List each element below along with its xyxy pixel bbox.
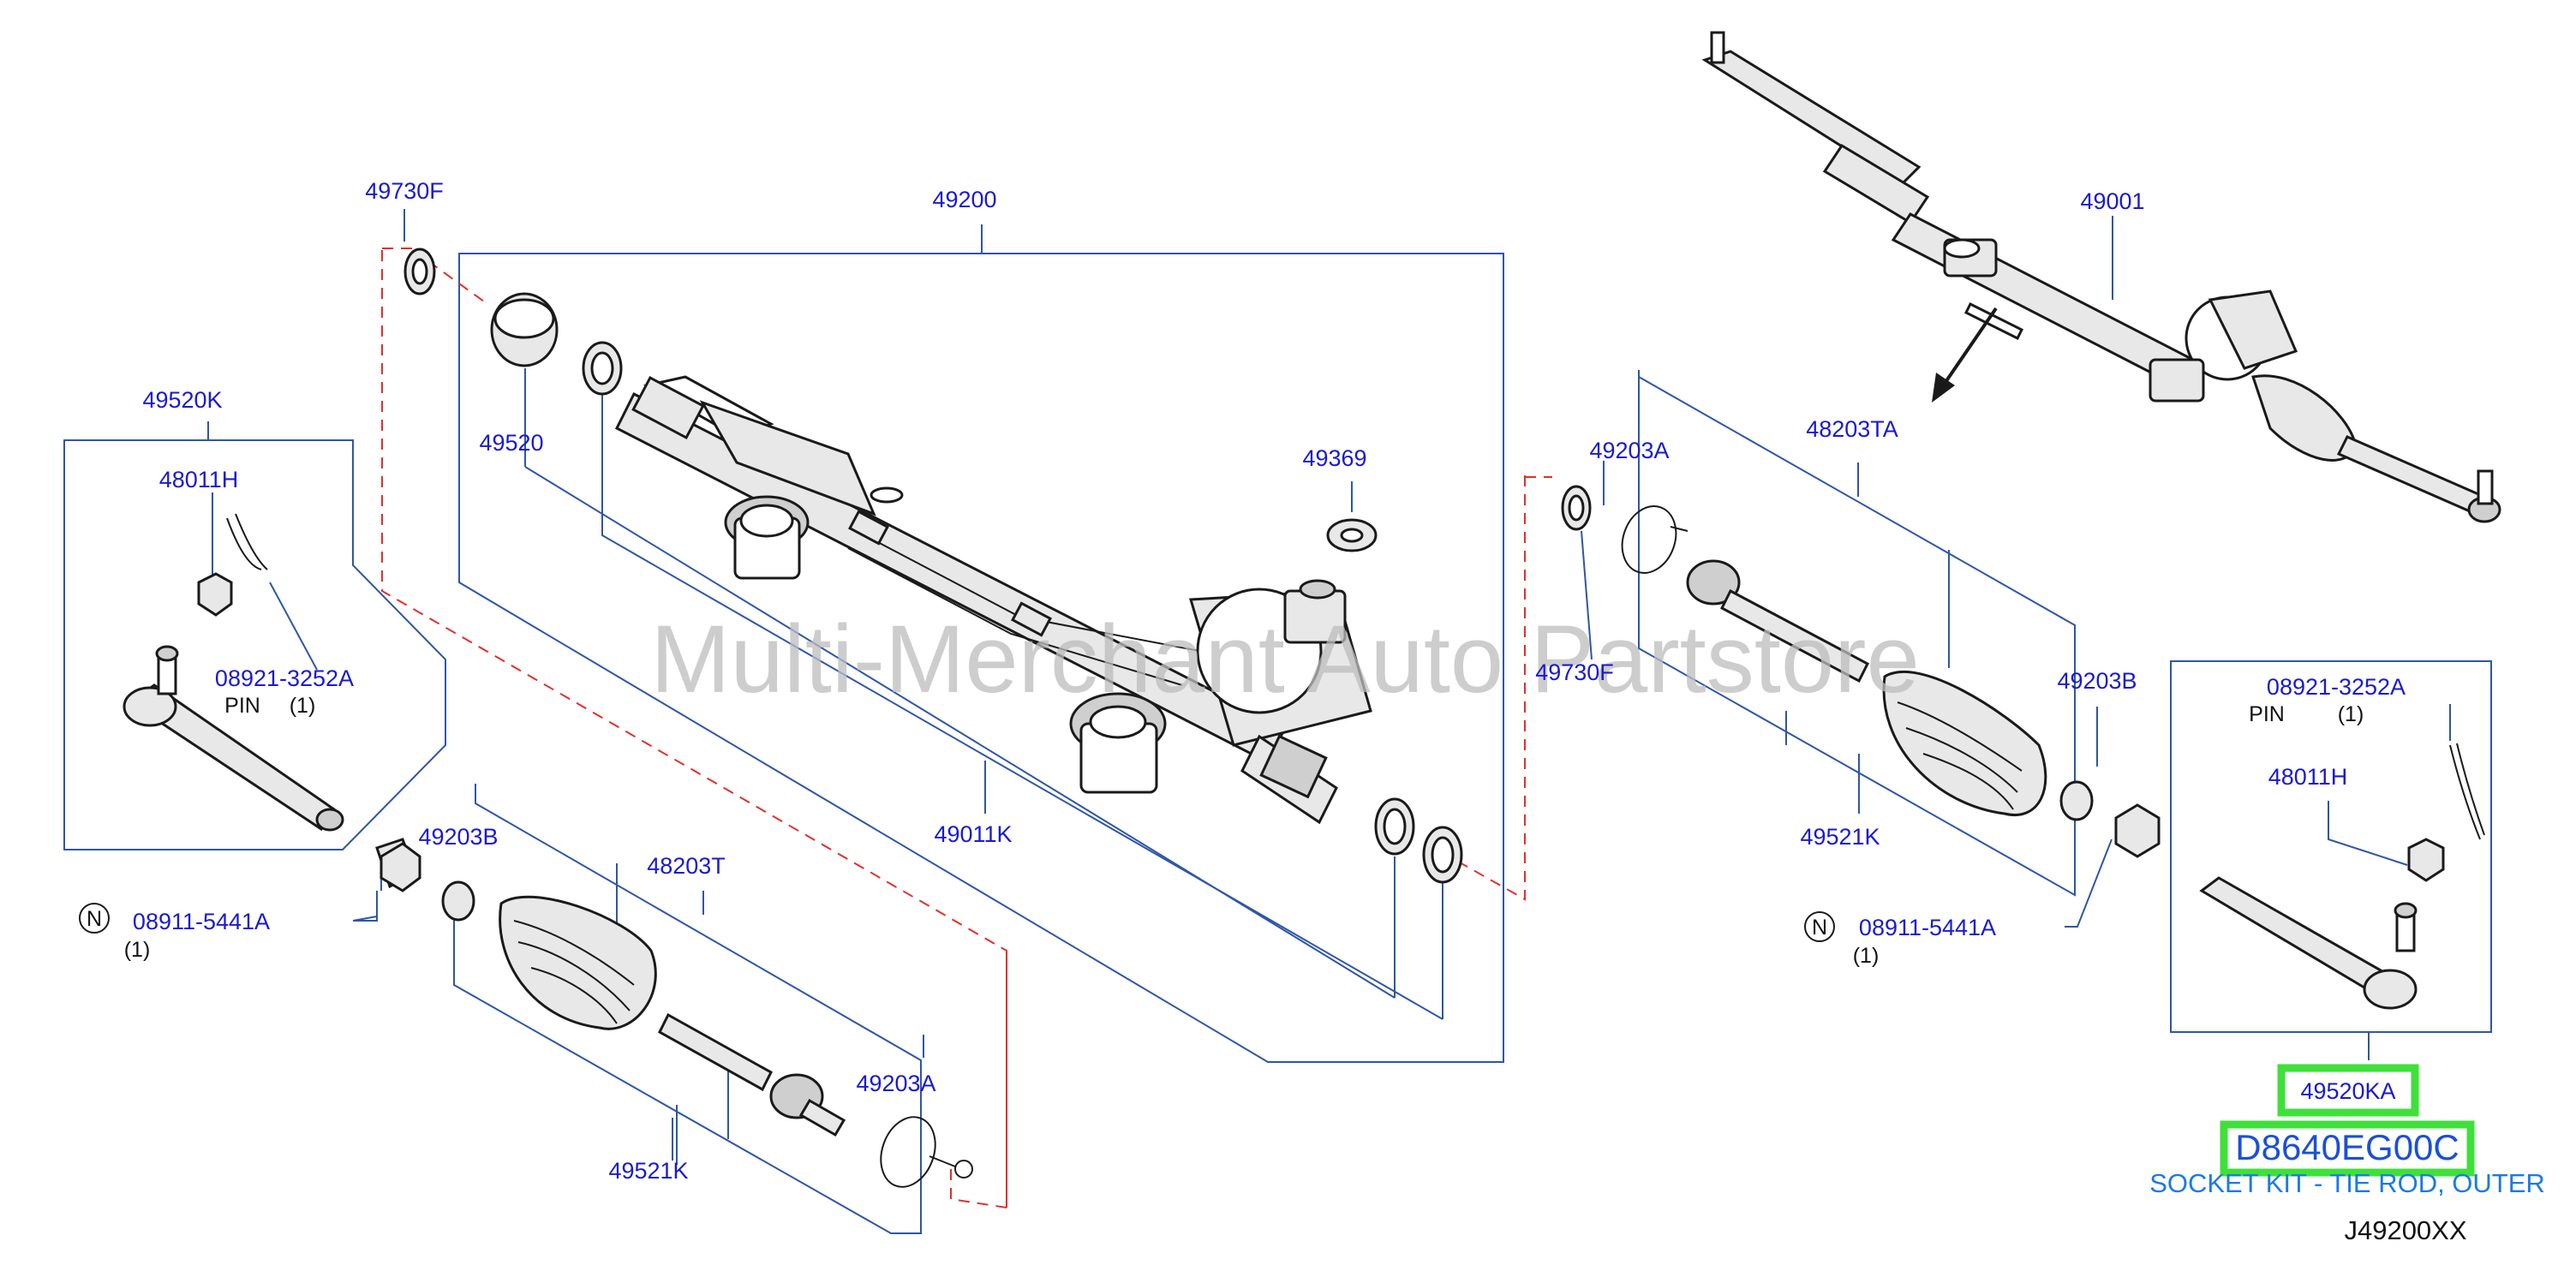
rack-seals-and-bushings [403,248,1592,884]
label-49200[interactable]: 49200 [932,187,996,212]
label-49203A-right[interactable]: 49203A [1589,438,1669,463]
left-inner-tie-rod [375,838,973,1188]
label-49001[interactable]: 49001 [2080,188,2144,214]
label-08911-qty-left: (1) [124,938,151,962]
label-49521K-left[interactable]: 49521K [608,1158,688,1184]
label-48203T[interactable]: 48203T [647,853,726,879]
n-symbol-right: N [1804,911,1835,942]
right-inner-tie-rod [1621,505,2161,858]
label-pin-left: PIN [224,694,260,718]
catalog-code: J49200XX [2344,1215,2466,1245]
label-pin-right: PIN [2249,702,2285,726]
highlight-description: SOCKET KIT - TIE ROD, OUTER [2149,1168,2545,1198]
label-48011H-left[interactable]: 48011H [159,467,239,492]
highlight-box-49520KA [2277,1064,2419,1117]
assembly-49001 [1701,31,2501,523]
label-49520[interactable]: 49520 [479,430,543,456]
highlight-box-part-code [2220,1120,2475,1177]
part-labels: 49730F 49200 49520K 48011H 08921-3252A P… [124,178,2406,1184]
label-49520KA[interactable]: 49520KA [2300,1078,2395,1104]
label-49011K[interactable]: 49011K [934,821,1012,847]
right-tie-rod-end [2199,743,2485,1010]
label-pin-qty-left: (1) [290,694,316,718]
left-nut [380,842,421,892]
label-49203A-left[interactable]: 49203A [856,1071,935,1096]
label-49203B-left[interactable]: 49203B [418,824,498,850]
label-49730F-left[interactable]: 49730F [365,178,444,204]
label-08911-qty-right: (1) [1853,944,1880,968]
label-08911-5441A-left[interactable]: 08911-5441A [133,909,270,934]
n-symbol-left: N [79,903,110,934]
highlighted-part: 49520KA D8640EG00C SOCKET KIT - TIE ROD,… [2149,1064,2545,1198]
label-49520K[interactable]: 49520K [142,387,222,413]
label-49730F-right[interactable]: 49730F [1535,659,1614,685]
label-49521K-right[interactable]: 49521K [1800,824,1880,850]
label-48203TA[interactable]: 48203TA [1806,416,1898,442]
direction-arrow [1932,307,1998,403]
n-symbol-right-text: N [1812,916,1827,940]
dashed-center-lines [381,248,1552,1208]
label-pin-qty-right: (1) [2338,702,2364,726]
leader-lines [63,209,2492,1234]
label-49203B-right[interactable]: 49203B [2057,668,2137,694]
label-08911-5441A-right[interactable]: 08911-5441A [1859,915,1996,940]
label-49369[interactable]: 49369 [1302,445,1366,471]
label-08921-3252A-left[interactable]: 08921-3252A [215,665,354,691]
left-tie-rod-end [123,513,344,832]
highlight-part-code[interactable]: D8640EG00C [2235,1127,2459,1167]
label-08921-3252A-right[interactable]: 08921-3252A [2267,674,2406,700]
watermark-text: Multi-Merchant Auto Partstore [650,606,1919,713]
label-48011H-right[interactable]: 48011H [2268,764,2348,790]
steering-rack-main [614,375,1378,825]
n-symbol-left-text: N [87,907,102,931]
